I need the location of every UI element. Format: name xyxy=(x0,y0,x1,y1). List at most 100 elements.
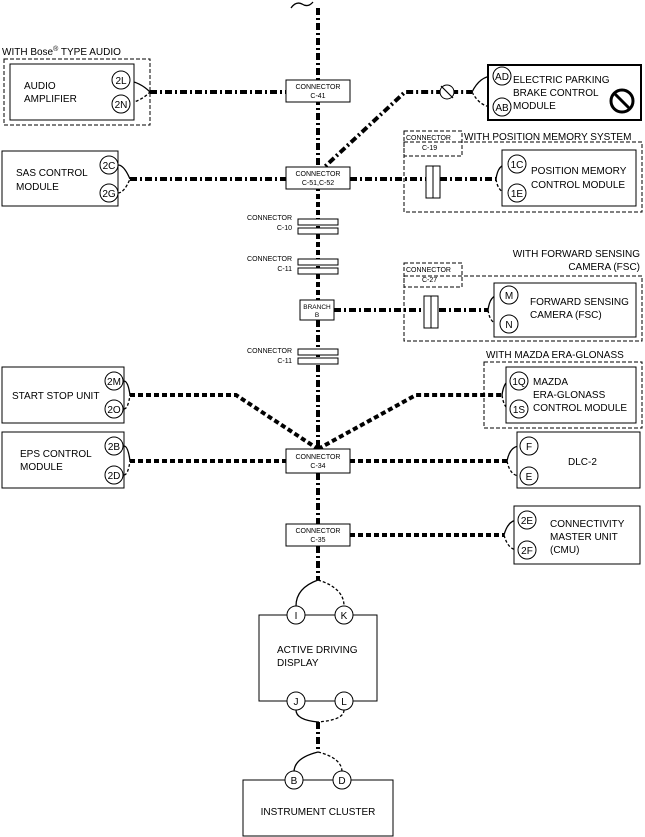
start-stop-label: START STOP UNIT xyxy=(12,391,99,402)
connector-c10-id: C-10 xyxy=(277,225,292,232)
pin-n-label: N xyxy=(505,320,512,331)
pin-i xyxy=(286,605,306,625)
wire-startstop xyxy=(130,393,320,451)
instrument-cluster-group: INSTRUMENT CLUSTER B D xyxy=(242,770,394,837)
fsc-label-1: FORWARD SENSING xyxy=(530,297,629,308)
connector-c11b-id: C-11 xyxy=(277,358,292,365)
pin-2f-label: 2F xyxy=(521,546,533,557)
pin-2o-label: 2O xyxy=(107,405,121,416)
pin-2g xyxy=(99,183,119,203)
wire-from-add-l xyxy=(317,709,345,723)
pin-2d-label: 2D xyxy=(108,471,121,482)
connector-c11b-label: CONNECTOR xyxy=(247,348,292,355)
position-memory-label-1: POSITION MEMORY xyxy=(531,166,627,177)
fsc-label-2: CAMERA (FSC) xyxy=(530,310,602,321)
pin-d xyxy=(332,770,352,790)
pin-l xyxy=(334,691,354,711)
connector-c34-label: CONNECTOR xyxy=(296,454,341,461)
fsc-option-label-1: WITH FORWARD SENSING xyxy=(513,249,640,260)
pin-n xyxy=(499,314,519,334)
pin-1e-label: 1E xyxy=(511,189,524,200)
pin-2l xyxy=(111,70,131,90)
position-memory-label-2: CONTROL MODULE xyxy=(531,180,625,191)
cmu-label-3: (CMU) xyxy=(550,545,579,556)
connector-c27-boundary xyxy=(403,262,463,288)
connector-c10-label: CONNECTOR xyxy=(247,215,292,222)
pin-f xyxy=(519,436,539,456)
pin-2b xyxy=(104,436,124,456)
wire-startstop-2o xyxy=(123,394,131,410)
connector-c10: CONNECTOR C-10 xyxy=(247,215,339,235)
position-memory-option-boundary xyxy=(403,141,643,213)
eps-label-1: EPS CONTROL xyxy=(20,449,92,460)
wire-to-cluster-b xyxy=(293,751,319,773)
connector-c41-label: CONNECTOR xyxy=(296,84,341,91)
wire-eps-2b xyxy=(123,445,131,462)
era-option-label: WITH MAZDA ERA-GLONASS xyxy=(486,350,624,361)
connector-c35: CONNECTOR C-35 xyxy=(285,523,351,547)
pin-e-label: E xyxy=(526,472,533,483)
bus-break-mark xyxy=(290,1,314,9)
connector-c51-c52: CONNECTOR C-51,C-52 xyxy=(285,166,351,190)
pin-1s xyxy=(509,399,529,419)
add-label-2: DISPLAY xyxy=(277,658,319,669)
pin-j xyxy=(286,691,306,711)
pin-2l-label: 2L xyxy=(115,76,127,87)
pin-b xyxy=(284,770,304,790)
pin-2b-label: 2B xyxy=(108,442,121,453)
epb-module-group: ELECTRIC PARKING BRAKE CONTROL MODULE AD… xyxy=(439,64,642,121)
instrument-cluster-label: INSTRUMENT CLUSTER xyxy=(261,807,376,818)
dlc2-group: DLC-2 F E xyxy=(516,431,641,489)
connector-c41-id: C-41 xyxy=(310,93,325,100)
wire-era xyxy=(317,393,502,451)
wire-eps-2d xyxy=(123,460,131,476)
pin-k-label: K xyxy=(341,611,348,622)
connector-c35-id: C-35 xyxy=(310,537,325,544)
pin-1s-label: 1S xyxy=(513,405,526,416)
pin-1q-label: 1Q xyxy=(512,377,526,388)
wire-to-add-k xyxy=(317,579,345,607)
start-stop-box xyxy=(1,366,125,424)
sas-label-1: SAS CONTROL xyxy=(16,168,88,179)
start-stop-group: START STOP UNIT 2M 2O xyxy=(1,366,125,424)
pin-2m-label: 2M xyxy=(107,377,121,388)
active-driving-display-group: ACTIVE DRIVING DISPLAY I K J L xyxy=(258,605,378,711)
eps-label-2: MODULE xyxy=(20,462,63,473)
connector-c51-id: C-51,C-52 xyxy=(302,180,334,187)
branch-b: BRANCH B xyxy=(299,299,335,321)
sas-label-2: MODULE xyxy=(16,182,59,193)
connector-c19-label: CONNECTOR xyxy=(406,135,451,142)
connector-c19-id: C-19 xyxy=(422,145,437,152)
branch-id: B xyxy=(315,312,319,319)
connector-c11a-id: C-11 xyxy=(277,266,292,273)
pin-2m xyxy=(104,371,124,391)
pin-f-label: F xyxy=(526,442,532,453)
pin-l-label: L xyxy=(341,697,347,708)
era-option-boundary xyxy=(483,361,643,429)
pin-ad xyxy=(492,66,512,86)
not-applicable-marker-icon xyxy=(439,84,455,100)
sas-module-group: SAS CONTROL MODULE 2C 2G xyxy=(1,150,119,207)
pin-2c-label: 2C xyxy=(103,161,116,172)
fsc-option-label-2: CAMERA (FSC) xyxy=(568,262,640,273)
connector-c11-upper: CONNECTOR C-11 xyxy=(247,256,339,275)
epb-label-1: ELECTRIC PARKING xyxy=(513,75,610,86)
pin-ab xyxy=(492,97,512,117)
connector-c27-label: CONNECTOR xyxy=(406,267,451,274)
pin-2e-label: 2E xyxy=(521,516,534,527)
connector-c51-label: CONNECTOR xyxy=(296,171,341,178)
wire-sas-2c xyxy=(117,164,131,180)
add-label-1: ACTIVE DRIVING xyxy=(277,645,358,656)
pin-2n xyxy=(111,94,131,114)
epb-label-3: MODULE xyxy=(513,101,556,112)
audio-amplifier-label-1: AUDIO xyxy=(24,81,56,92)
connector-c34: CONNECTOR C-34 xyxy=(285,448,351,474)
wire-epb xyxy=(316,90,472,175)
wire-to-cluster-d xyxy=(317,751,343,773)
bose-option-label: WITH Bose® TYPE AUDIO xyxy=(2,45,121,58)
pin-d-label: D xyxy=(338,776,345,787)
audio-amplifier-group: WITH Bose® TYPE AUDIO AUDIO AMPLIFIER 2L… xyxy=(2,45,151,126)
pin-2o xyxy=(104,399,124,419)
connector-c27-id: C-27 xyxy=(422,277,437,284)
branch-label: BRANCH xyxy=(303,304,331,311)
